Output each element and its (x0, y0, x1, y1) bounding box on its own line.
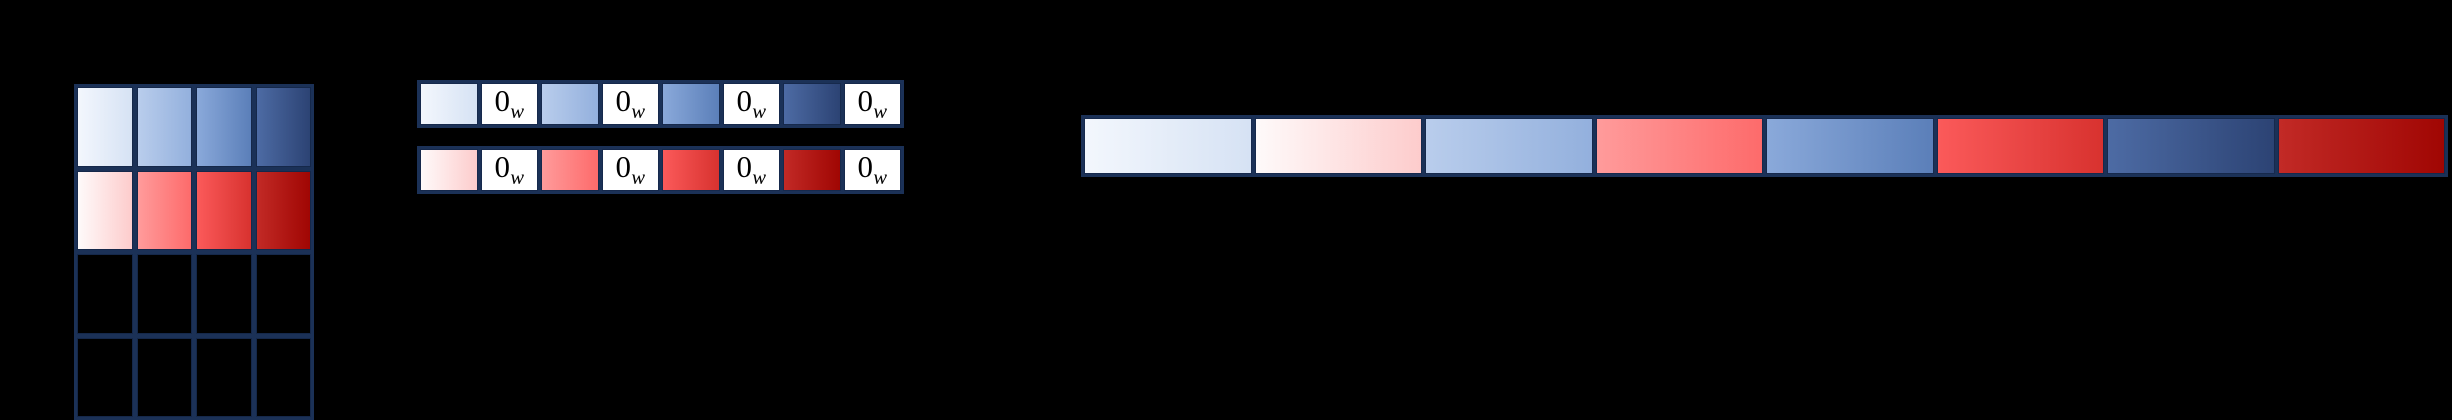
blue-0 (77, 87, 133, 167)
strip-cell-7 (2277, 118, 2445, 174)
red-0 (77, 170, 133, 250)
token-cell-1-6 (783, 149, 841, 191)
empty-6 (196, 337, 252, 417)
strip-cell-6 (2107, 118, 2275, 174)
empty-0 (77, 254, 133, 334)
token-cell-1-3: 0w (601, 149, 659, 191)
red-2 (196, 170, 252, 250)
token-cell-0-3: 0w (601, 83, 659, 125)
token-cell-0-6 (783, 83, 841, 125)
token-cell-0-1: 0w (480, 83, 538, 125)
token-cell-0-2 (541, 83, 599, 125)
token-cell-1-4 (662, 149, 720, 191)
token-cell-1-7: 0w (843, 149, 901, 191)
token-sequences: 0w 0w 0w 0w 0w 0w 0w 0w (417, 80, 904, 194)
token-label: 0w (736, 149, 767, 190)
token-cell-1-0 (420, 149, 478, 191)
token-cell-1-1: 0w (480, 149, 538, 191)
token-label: 0w (615, 83, 646, 124)
token-cell-0-5: 0w (722, 83, 780, 125)
token-label: 0w (615, 149, 646, 190)
blue-3 (255, 87, 311, 167)
feature-matrix (74, 84, 314, 420)
blue-2 (196, 87, 252, 167)
token-label: 0w (736, 83, 767, 124)
strip-cell-3 (1595, 118, 1763, 174)
strip-cell-5 (1936, 118, 2104, 174)
strip-cell-1 (1254, 118, 1422, 174)
red-3 (255, 170, 311, 250)
token-cell-0-4 (662, 83, 720, 125)
strip-cell-4 (1766, 118, 1934, 174)
empty-7 (255, 337, 311, 417)
empty-2 (196, 254, 252, 334)
token-label: 0w (494, 149, 525, 190)
strip-cell-2 (1425, 118, 1593, 174)
empty-1 (136, 254, 192, 334)
token-cell-1-2 (541, 149, 599, 191)
interleaved-strip (1081, 115, 2448, 177)
token-cell-0-0 (420, 83, 478, 125)
empty-3 (255, 254, 311, 334)
token-cell-0-7: 0w (843, 83, 901, 125)
token-label: 0w (494, 83, 525, 124)
blue-token-row: 0w 0w 0w 0w (417, 80, 904, 128)
empty-4 (77, 337, 133, 417)
blue-1 (136, 87, 192, 167)
strip-cell-0 (1084, 118, 1252, 174)
token-label: 0w (857, 149, 888, 190)
token-cell-1-5: 0w (722, 149, 780, 191)
empty-5 (136, 337, 192, 417)
red-token-row: 0w 0w 0w 0w (417, 146, 904, 194)
red-1 (136, 170, 192, 250)
token-label: 0w (857, 83, 888, 124)
